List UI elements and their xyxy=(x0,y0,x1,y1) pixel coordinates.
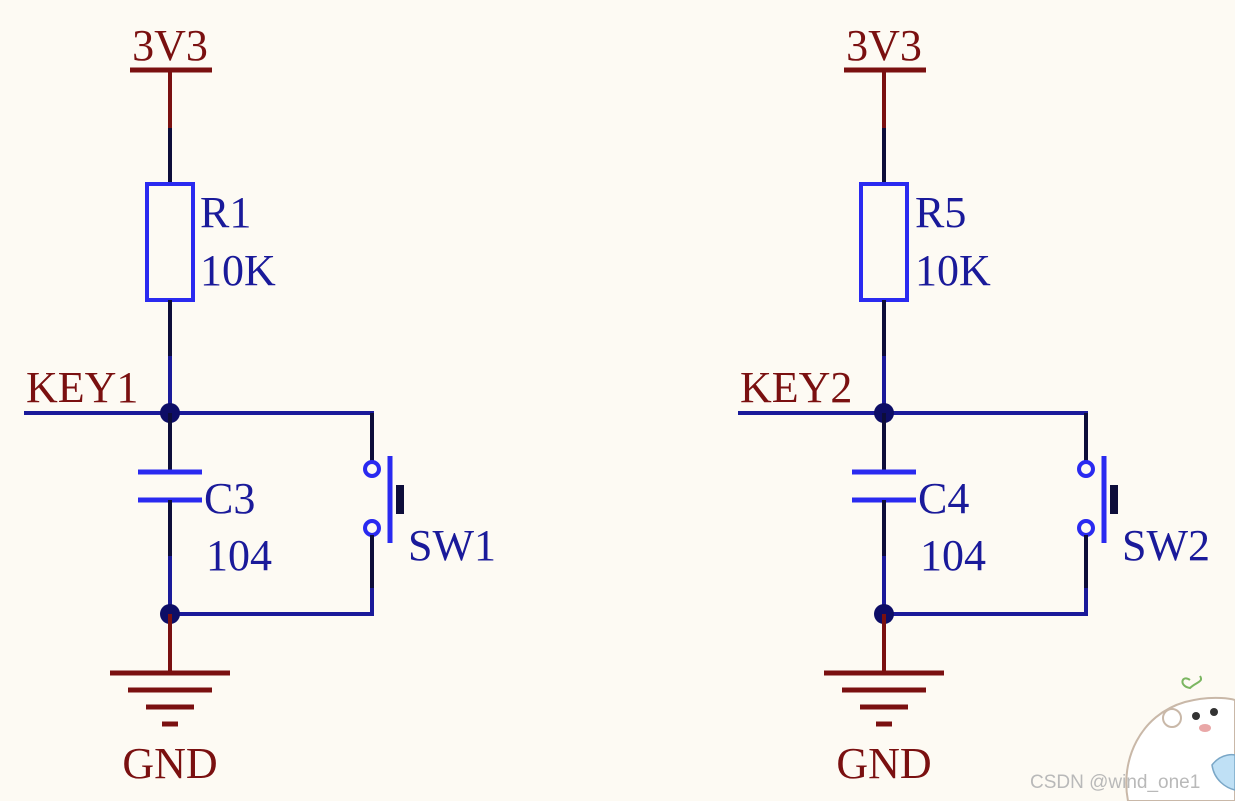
capacitor-value: 104 xyxy=(206,531,272,580)
capacitor-ref: C3 xyxy=(204,474,255,523)
net-label: KEY1 xyxy=(26,363,138,412)
resistor-value: 10K xyxy=(915,246,991,295)
bear-mascot-icon xyxy=(1125,675,1235,801)
net-label: KEY2 xyxy=(740,363,852,412)
ground-symbol xyxy=(824,614,944,727)
switch-ref: SW1 xyxy=(408,521,496,570)
capacitor-value: 104 xyxy=(920,531,986,580)
circuit-key1: 3V3 R1 10K KEY1 C3 104 SW1 xyxy=(24,21,496,788)
push-switch xyxy=(363,413,404,614)
ground-symbol xyxy=(110,614,230,727)
push-switch xyxy=(1077,413,1118,614)
power-symbol-3v3 xyxy=(844,67,926,128)
power-label: 3V3 xyxy=(132,21,208,70)
circuit-key2: 3V3 R5 10K KEY2 C4 104 SW2 xyxy=(738,21,1210,788)
capacitor-ref: C4 xyxy=(918,474,969,523)
watermark-text: CSDN @wind_one1 xyxy=(1030,772,1200,793)
switch-ref: SW2 xyxy=(1122,521,1210,570)
power-symbol-3v3 xyxy=(130,67,212,128)
resistor-value: 10K xyxy=(200,246,276,295)
resistor-ref: R5 xyxy=(915,188,966,237)
power-label: 3V3 xyxy=(846,21,922,70)
ground-label: GND xyxy=(836,739,931,788)
ground-label: GND xyxy=(122,739,217,788)
resistor-ref: R1 xyxy=(200,188,251,237)
